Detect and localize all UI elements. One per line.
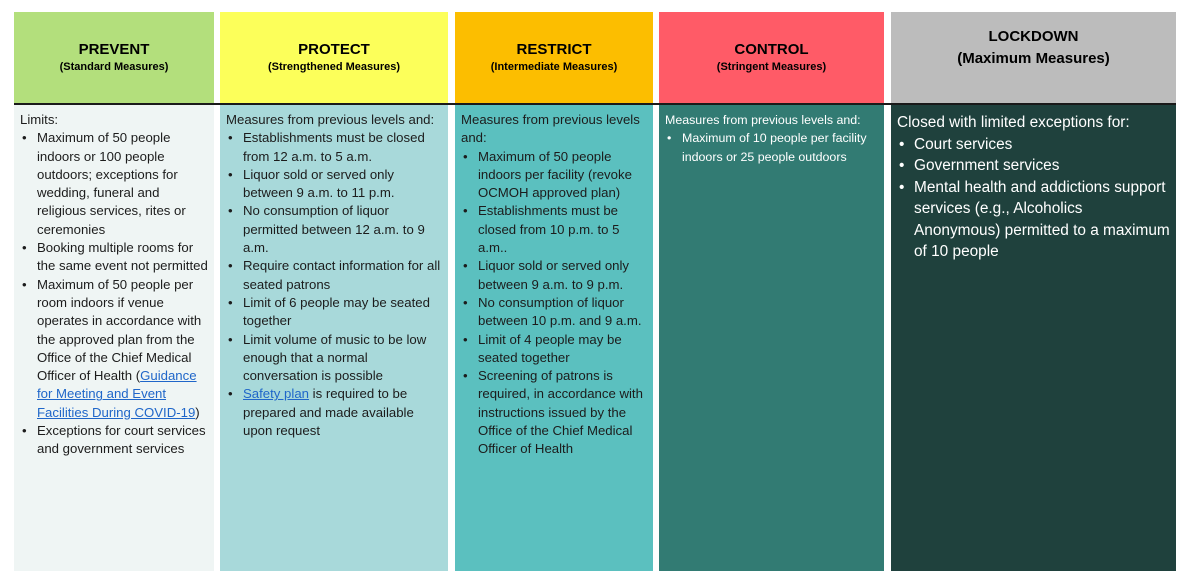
safety-plan-text: is required to be prepared and made avai… xyxy=(243,386,414,439)
control-header: CONTROL (Stringent Measures) xyxy=(659,12,884,103)
protect-intro: Measures from previous levels and: xyxy=(226,112,435,127)
control-title: CONTROL xyxy=(734,40,809,58)
list-item: Booking multiple rooms for the same even… xyxy=(20,239,208,276)
list-item: Establishments must be closed from 12 a.… xyxy=(226,129,442,166)
prevent-body: Limits: Maximum of 50 people indoors or … xyxy=(14,105,214,571)
restrict-subtitle: (Intermediate Measures) xyxy=(490,60,618,73)
control-body: Measures from previous levels and: Maxim… xyxy=(659,105,884,571)
lockdown-column: LOCKDOWN (Maximum Measures) xyxy=(891,12,1176,103)
control-list: Maximum of 10 people per facility indoor… xyxy=(665,129,878,166)
list-item: Screening of patrons is required, in acc… xyxy=(461,367,647,458)
safety-plan-link[interactable]: Safety plan xyxy=(243,386,309,402)
lockdown-subtitle: (Maximum Measures) xyxy=(957,50,1110,67)
restrict-body: Measures from previous levels and: Maxim… xyxy=(455,105,653,571)
prevent-intro: Limits: xyxy=(20,112,59,127)
prevent-header: PREVENT (Standard Measures) xyxy=(14,12,214,103)
protect-header: PROTECT (Strengthened Measures) xyxy=(220,12,448,103)
list-item: Maximum of 50 people indoors or 100 peop… xyxy=(20,129,208,239)
protect-list: Establishments must be closed from 12 a.… xyxy=(226,129,442,440)
protect-body: Measures from previous levels and: Estab… xyxy=(220,105,448,571)
prevent-subtitle: (Standard Measures) xyxy=(59,60,169,73)
restrict-list: Maximum of 50 people indoors per facilit… xyxy=(461,148,647,459)
guidance-close-paren: ) xyxy=(195,404,200,420)
list-item: No consumption of liquor between 10 p.m.… xyxy=(461,294,647,331)
header-divider xyxy=(14,103,1176,105)
control-intro: Measures from previous levels and: xyxy=(665,113,861,127)
prevent-item-text: Maximum of 50 people per room indoors if… xyxy=(37,276,202,384)
restrict-header: RESTRICT (Intermediate Measures) xyxy=(455,12,653,103)
lockdown-list: Court services Government services Menta… xyxy=(897,134,1170,263)
control-column: CONTROL (Stringent Measures) xyxy=(659,12,884,103)
list-item: Mental health and addictions support ser… xyxy=(897,177,1170,263)
list-item: Limit of 6 people may be seated together xyxy=(226,294,442,331)
list-item: Limit volume of music to be low enough t… xyxy=(226,331,442,386)
protect-column: PROTECT (Strengthened Measures) xyxy=(220,12,448,103)
protect-subtitle: (Strengthened Measures) xyxy=(267,60,401,73)
list-item: Liquor sold or served only between 9 a.m… xyxy=(461,257,647,294)
restrict-intro: Measures from previous levels and: xyxy=(461,112,640,146)
list-item: Court services xyxy=(897,134,1170,156)
list-item: Require contact information for all seat… xyxy=(226,257,442,294)
list-item: Limit of 4 people may be seated together xyxy=(461,331,647,368)
control-subtitle: (Stringent Measures) xyxy=(716,60,827,73)
list-item: Maximum of 50 people indoors per facilit… xyxy=(461,148,647,203)
prevent-title: PREVENT xyxy=(78,40,150,58)
lockdown-title: LOCKDOWN xyxy=(988,28,1079,45)
list-item: Safety plan is required to be prepared a… xyxy=(226,385,442,440)
lockdown-body: Closed with limited exceptions for: Cour… xyxy=(891,105,1176,571)
prevent-list: Maximum of 50 people indoors or 100 peop… xyxy=(20,129,208,458)
list-item: Maximum of 10 people per facility indoor… xyxy=(665,129,878,166)
list-item: No consumption of liquor permitted betwe… xyxy=(226,202,442,257)
list-item: Maximum of 50 people per room indoors if… xyxy=(20,276,208,422)
guidance-link[interactable]: Guidance for Meeting and Event Facilitie… xyxy=(37,368,197,420)
prevent-column: PREVENT (Standard Measures) xyxy=(14,12,214,103)
restrict-title: RESTRICT xyxy=(516,40,592,58)
lockdown-header: LOCKDOWN (Maximum Measures) xyxy=(891,12,1176,103)
list-item: Government services xyxy=(897,155,1170,177)
lockdown-intro: Closed with limited exceptions for: xyxy=(897,114,1130,131)
list-item: Liquor sold or served only between 9 a.m… xyxy=(226,166,442,203)
list-item: Establishments must be closed from 10 p.… xyxy=(461,202,647,257)
protect-title: PROTECT xyxy=(298,40,370,58)
restrict-column: RESTRICT (Intermediate Measures) xyxy=(455,12,653,103)
list-item: Exceptions for court services and govern… xyxy=(20,422,208,459)
